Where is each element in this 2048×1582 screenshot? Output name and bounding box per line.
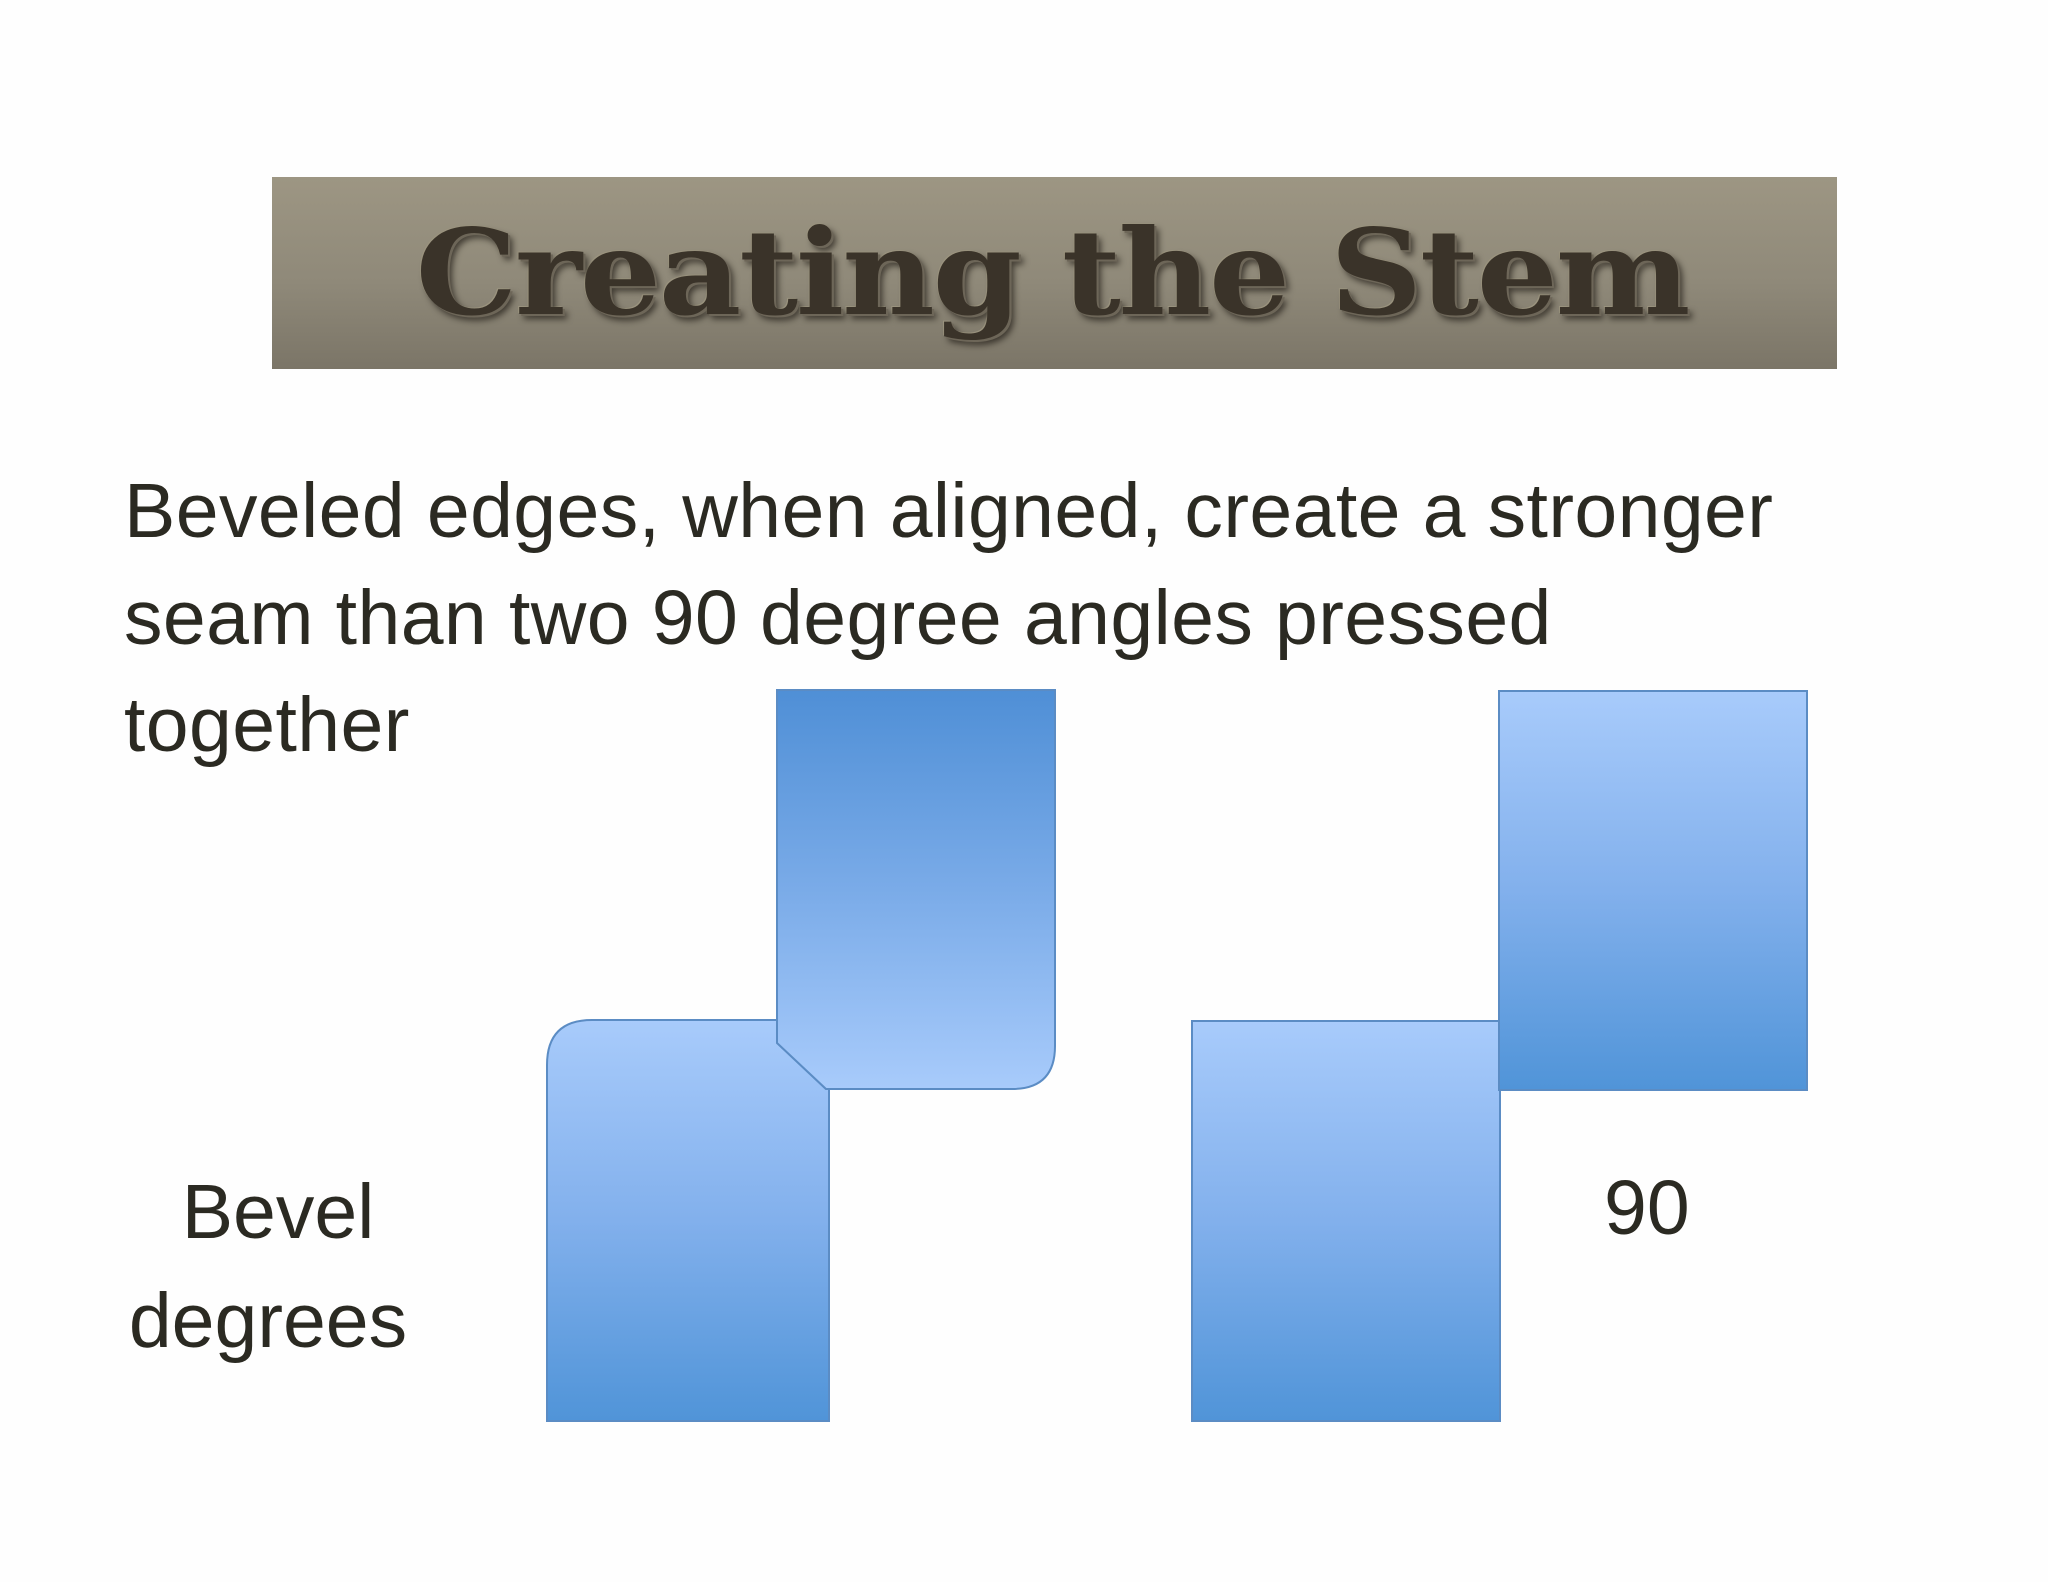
slide-title: Creating the Stem <box>415 203 1691 342</box>
bevel-label-line-2: degrees <box>128 1278 408 1364</box>
body-text: Beveled edges, when aligned, create a st… <box>124 458 1884 779</box>
body-line-3: together <box>124 682 410 768</box>
ninety-block-upper <box>1498 690 1808 1091</box>
bevel-block-upper <box>776 689 1056 1090</box>
bevel-label-line-1: Bevel <box>181 1169 375 1255</box>
title-bar: Creating the Stem <box>272 177 1837 369</box>
body-line-1: Beveled edges, when aligned, create a st… <box>124 468 1774 554</box>
ninety-block-lower <box>1191 1020 1501 1422</box>
bevel-block-lower <box>546 1019 830 1422</box>
bevel-degrees-label: Bevel degrees <box>118 1158 418 1376</box>
body-line-2: seam than two 90 degree angles pressed <box>124 575 1552 661</box>
ninety-degrees-label: 90 <box>1604 1165 1690 1251</box>
